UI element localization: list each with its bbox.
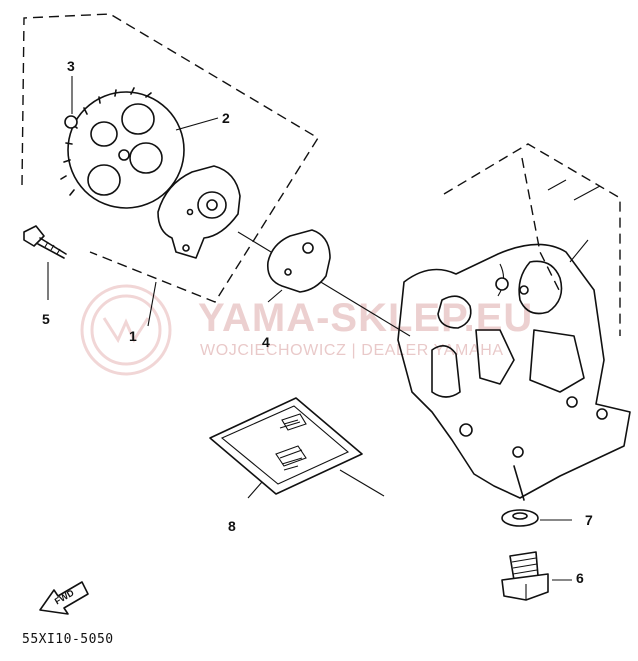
callout-8: 8 (228, 518, 236, 534)
part-1-leader (147, 281, 157, 327)
callout-3: 3 (67, 58, 75, 74)
callout-6: 6 (576, 570, 584, 586)
crankcase-half (397, 143, 631, 501)
callout-5: 5 (42, 311, 50, 327)
strainer-axis-line (339, 469, 385, 497)
pump-mounting-bolt (23, 225, 67, 300)
drain-plug (501, 551, 572, 601)
callout-2: 2 (222, 110, 230, 126)
oil-pump-assembly-box (21, 13, 319, 303)
callout-7: 7 (585, 512, 593, 528)
assembly-axis-line (237, 231, 411, 337)
oil-pump-gear (60, 87, 185, 209)
oil-pump-gasket (266, 229, 331, 303)
circlip (64, 76, 78, 129)
part-2-leader (175, 117, 219, 131)
callout-1: 1 (129, 328, 137, 344)
watermark-subtitle: WOJCIECHOWICZ | DEALER YAMAHA (200, 342, 504, 359)
callout-4: 4 (262, 334, 270, 350)
drain-plug-washer (501, 509, 572, 527)
diagram-code: 55XI10-5050 (22, 632, 114, 647)
oil-pump-body (157, 165, 241, 259)
oil-strainer (209, 397, 363, 499)
forward-arrow-icon (39, 581, 89, 615)
